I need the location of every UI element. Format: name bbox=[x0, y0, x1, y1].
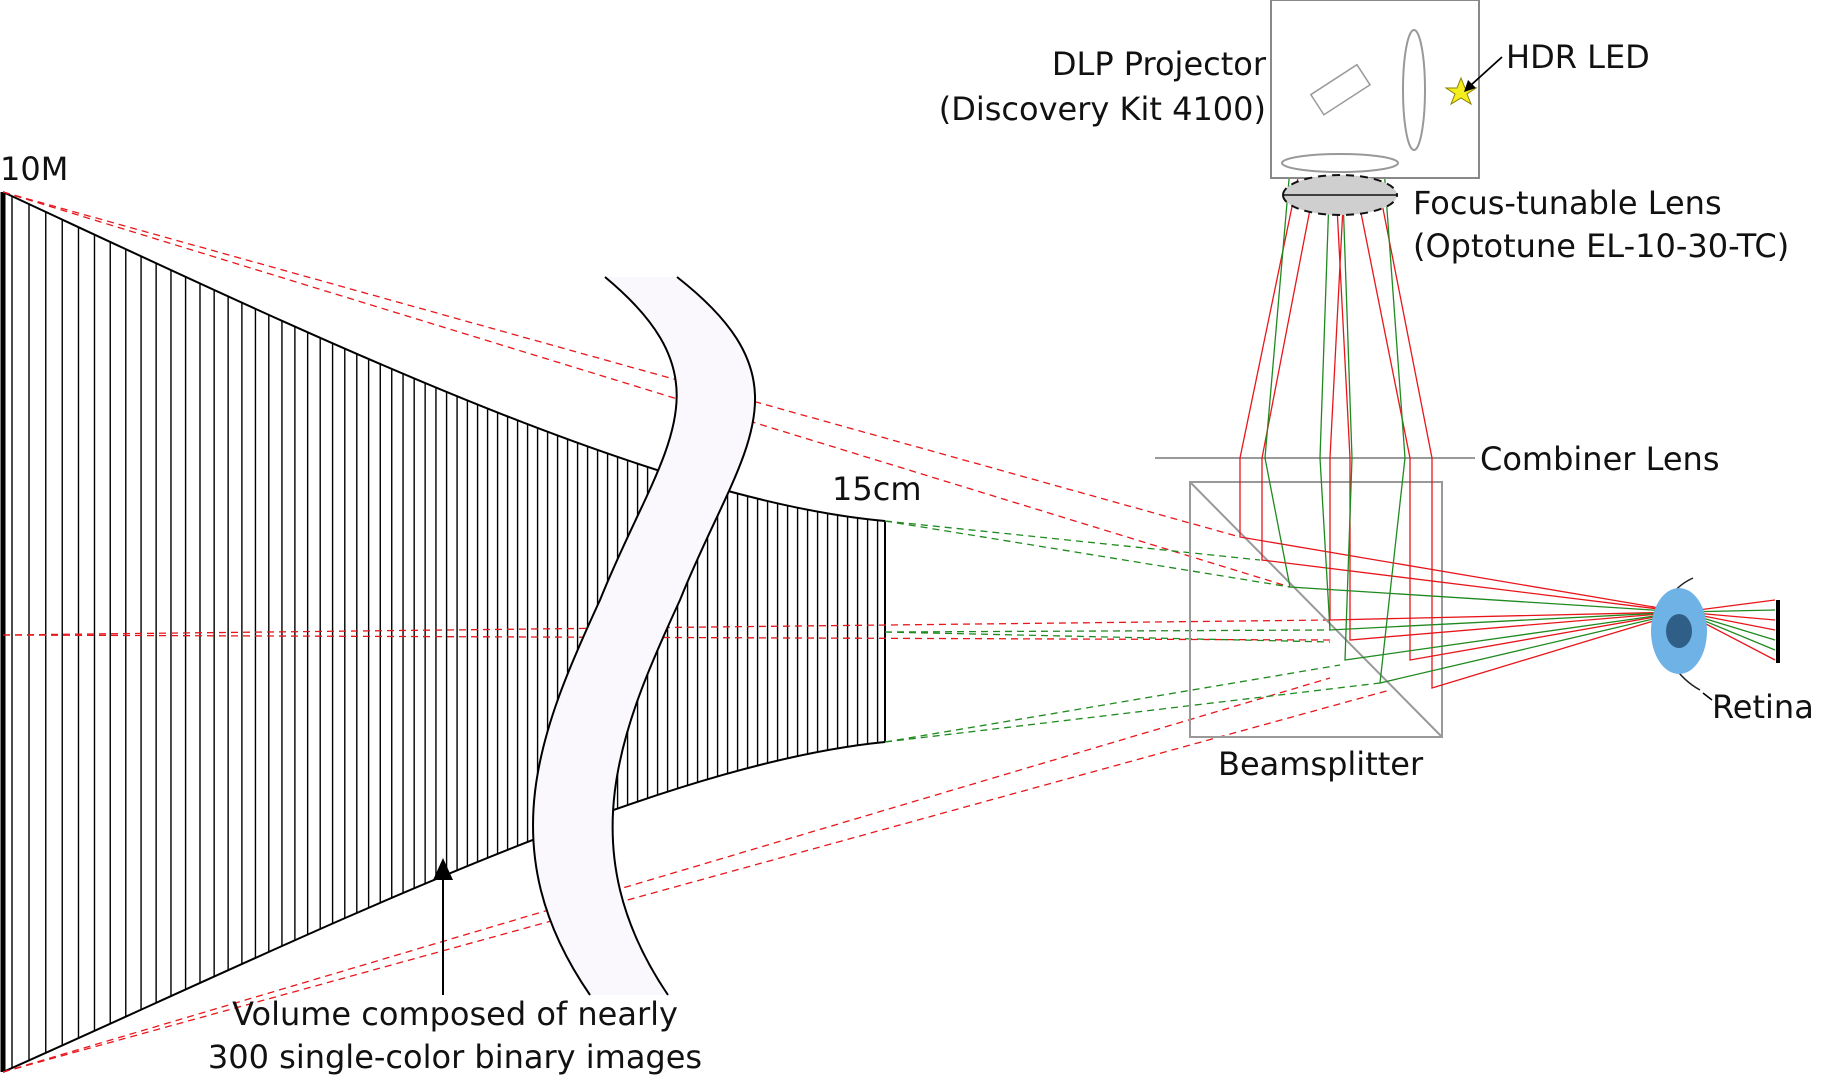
eye bbox=[1651, 577, 1780, 701]
tunable-lens-label-line2: (Optotune EL-10-30-TC) bbox=[1413, 227, 1789, 265]
volume-bottom-edge bbox=[2, 741, 886, 1073]
break-band bbox=[532, 277, 756, 995]
led-pointer bbox=[1469, 56, 1503, 87]
pupil bbox=[1666, 614, 1692, 648]
led-pointer-arrowhead bbox=[1464, 80, 1476, 92]
volume-label-line1: Volume composed of nearly bbox=[232, 995, 678, 1033]
beamsplitter-label: Beamsplitter bbox=[1218, 745, 1424, 783]
dmd-chip bbox=[1309, 63, 1372, 116]
focus-tunable-lens bbox=[1282, 174, 1398, 216]
projector-internal-lens bbox=[1402, 29, 1426, 151]
distance-break bbox=[531, 276, 757, 996]
volume-label-line2: 300 single-color binary images bbox=[208, 1038, 702, 1076]
break-left-curve bbox=[531, 276, 678, 996]
dlp-projector bbox=[1270, 0, 1503, 179]
tunable-lens-label-line1: Focus-tunable Lens bbox=[1413, 184, 1722, 222]
retina-pointer bbox=[1702, 692, 1713, 701]
volume-arrow bbox=[433, 858, 453, 995]
virtual-rays-green bbox=[884, 520, 1381, 743]
retina-label: Retina bbox=[1712, 688, 1814, 726]
break-right-curve bbox=[611, 276, 757, 996]
far-distance-label: 10M bbox=[0, 150, 68, 188]
led-label: HDR LED bbox=[1506, 38, 1650, 76]
beamsplitter bbox=[1189, 481, 1443, 738]
projector-label-line1: DLP Projector bbox=[1052, 45, 1267, 83]
volume-top-edge bbox=[2, 191, 886, 522]
projector-output-lens bbox=[1281, 153, 1399, 173]
combiner-label: Combiner Lens bbox=[1480, 440, 1720, 478]
near-distance-label: 15cm bbox=[832, 470, 921, 508]
projector-rays-green bbox=[1264, 167, 1776, 684]
projector-label-line2: (Discovery Kit 4100) bbox=[939, 90, 1266, 128]
